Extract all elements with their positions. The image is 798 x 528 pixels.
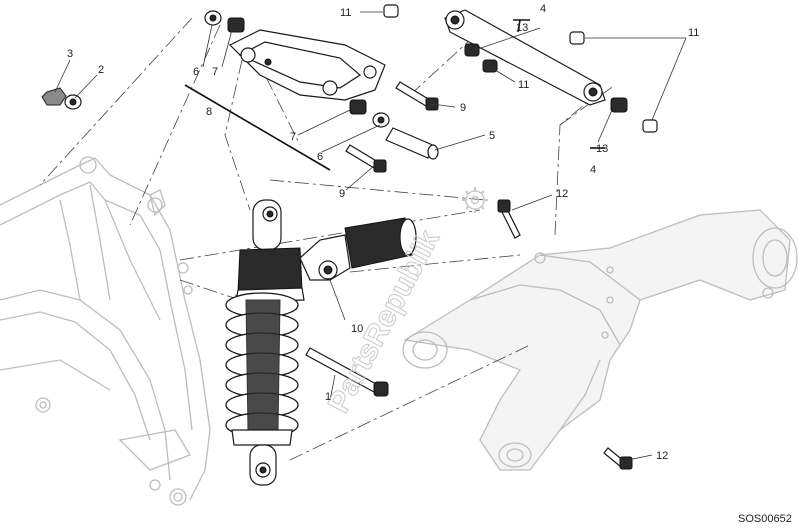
callout-7: 7 <box>290 131 296 143</box>
small-parts <box>41 4 658 470</box>
swingarm-ghost <box>402 209 798 471</box>
callout-11: 11 <box>518 79 529 91</box>
callout-10: 10 <box>351 323 363 335</box>
callout-12: 12 <box>656 450 668 462</box>
callout-11: 11 <box>688 27 699 39</box>
callout-13: 13 <box>596 143 608 155</box>
callout-9: 9 <box>339 188 345 200</box>
leader-lines <box>54 11 687 461</box>
bracket-8 <box>184 84 331 171</box>
rocker-link <box>228 29 386 101</box>
shock-reservoir <box>299 217 417 281</box>
callout-2: 2 <box>98 64 104 76</box>
callout-11: 11 <box>340 7 351 19</box>
callout-6: 6 <box>317 151 323 163</box>
callout-13: 13 <box>516 22 528 34</box>
gear-icon <box>462 187 488 213</box>
bracket-4a <box>513 19 530 33</box>
callout-8: 8 <box>206 106 212 118</box>
callout-9: 9 <box>460 102 466 114</box>
frame-ghost <box>0 156 211 506</box>
callout-1: 1 <box>325 391 331 403</box>
shock-absorber <box>225 199 305 486</box>
callout-6: 6 <box>193 66 199 78</box>
callout-4: 4 <box>590 164 596 176</box>
callout-12: 12 <box>556 188 568 200</box>
callout-7: 7 <box>212 66 218 78</box>
callout-4: 4 <box>540 3 546 15</box>
callouts: 3 2 6 7 8 7 6 9 9 5 11 11 11 4 13 13 4 1… <box>67 3 699 462</box>
callout-5: 5 <box>489 130 495 142</box>
drawing-code: SOS00652 <box>738 513 792 525</box>
tie-rod <box>444 9 606 106</box>
callout-3: 3 <box>67 48 73 60</box>
